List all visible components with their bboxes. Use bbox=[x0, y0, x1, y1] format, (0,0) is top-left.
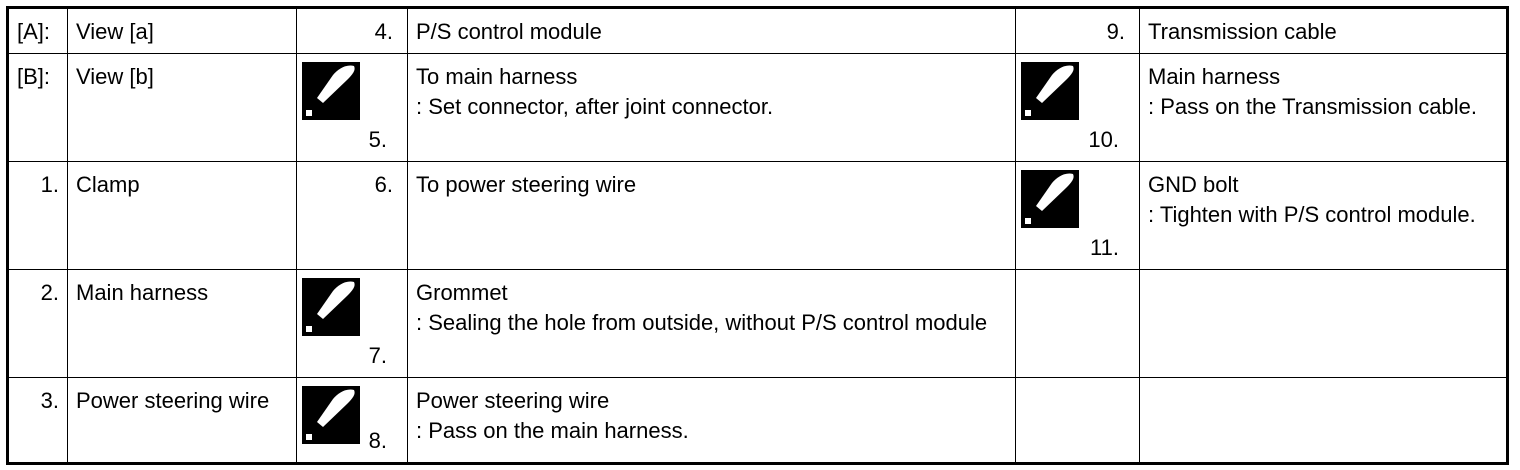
torque-wrench-reference-icon bbox=[302, 62, 360, 120]
legend-row: [A]: View [a] 4. P/S control module 9. T… bbox=[7, 7, 1508, 54]
item-note: : Pass on the main harness. bbox=[416, 418, 689, 443]
torque-wrench-reference-icon bbox=[302, 278, 360, 336]
torque-wrench-reference-icon bbox=[302, 386, 360, 444]
item-number: 10. bbox=[1088, 127, 1119, 152]
item-number: 9. bbox=[1015, 7, 1140, 54]
item-title: Transmission cable bbox=[1148, 19, 1337, 44]
item-description: To power steering wire bbox=[407, 161, 1016, 270]
item-number: 4. bbox=[296, 7, 408, 54]
legend-row: [B]: View [b] 5. To main harness : Set c… bbox=[7, 53, 1508, 162]
torque-wrench-reference-icon bbox=[1021, 62, 1079, 120]
legend-row: 3. Power steering wire 8. Power steering… bbox=[7, 377, 1508, 464]
item-note: : Set connector, after joint connector. bbox=[416, 94, 774, 119]
item-number: 8. bbox=[368, 428, 387, 453]
item-description: Grommet : Sealing the hole from outside,… bbox=[407, 269, 1016, 378]
item-title: To power steering wire bbox=[416, 172, 637, 197]
item-title: Power steering wire bbox=[416, 388, 610, 413]
item-number: 5. bbox=[368, 127, 387, 152]
item-number-cell: 10. bbox=[1015, 53, 1140, 162]
item-description: Main harness : Pass on the Transmission … bbox=[1139, 53, 1508, 162]
item-description: Transmission cable bbox=[1139, 7, 1508, 54]
row-key: [A]: bbox=[7, 7, 68, 54]
empty-cell bbox=[1139, 269, 1508, 378]
item-note: : Sealing the hole from outside, without… bbox=[416, 310, 988, 335]
item-title: Grommet bbox=[416, 280, 508, 305]
legend-row: 2. Main harness 7. Grommet : Sealing the… bbox=[7, 269, 1508, 378]
item-title: To main harness bbox=[416, 64, 578, 89]
item-title: GND bolt bbox=[1148, 172, 1239, 197]
item-description: To main harness : Set connector, after j… bbox=[407, 53, 1016, 162]
legend-table: [A]: View [a] 4. P/S control module 9. T… bbox=[6, 6, 1509, 465]
empty-cell bbox=[1139, 377, 1508, 464]
item-description: P/S control module bbox=[407, 7, 1016, 54]
item-note: : Pass on the Transmission cable. bbox=[1148, 94, 1477, 119]
item-title: P/S control module bbox=[416, 19, 602, 44]
empty-cell bbox=[1015, 269, 1140, 378]
row-key-description: Main harness bbox=[67, 269, 297, 378]
row-key-description: Power steering wire bbox=[67, 377, 297, 464]
item-number: 11. bbox=[1090, 235, 1119, 260]
item-number: 6. bbox=[296, 161, 408, 270]
item-note: : Tighten with P/S control module. bbox=[1148, 202, 1476, 227]
row-key: [B]: bbox=[7, 53, 68, 162]
legend-row: 1. Clamp 6. To power steering wire 11. G… bbox=[7, 161, 1508, 270]
row-key: 2. bbox=[7, 269, 68, 378]
row-key-description: View [b] bbox=[67, 53, 297, 162]
empty-cell bbox=[1015, 377, 1140, 464]
item-description: GND bolt : Tighten with P/S control modu… bbox=[1139, 161, 1508, 270]
row-key-description: View [a] bbox=[67, 7, 297, 54]
item-number-cell: 7. bbox=[296, 269, 408, 378]
row-key-description: Clamp bbox=[67, 161, 297, 270]
row-key: 3. bbox=[7, 377, 68, 464]
item-number-cell: 11. bbox=[1015, 161, 1140, 270]
torque-wrench-reference-icon bbox=[1021, 170, 1079, 228]
item-number-cell: 5. bbox=[296, 53, 408, 162]
item-title: Main harness bbox=[1148, 64, 1281, 89]
row-key: 1. bbox=[7, 161, 68, 270]
item-number: 7. bbox=[368, 343, 387, 368]
item-number-cell: 8. bbox=[296, 377, 408, 464]
item-description: Power steering wire : Pass on the main h… bbox=[407, 377, 1016, 464]
